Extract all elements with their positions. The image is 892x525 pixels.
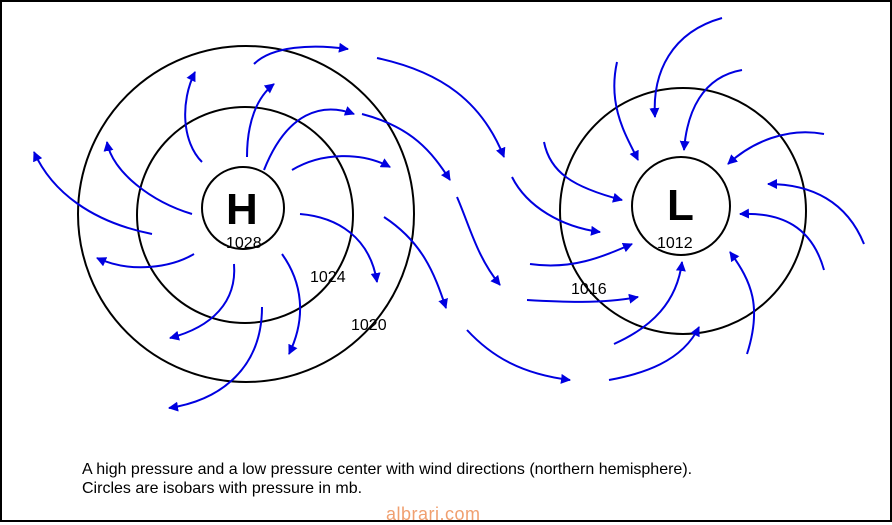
high-center-pressure: 1028 (226, 235, 262, 252)
wind-arrow (291, 155, 391, 171)
isobar-label-1024: 1024 (310, 269, 346, 286)
wind-arrow (246, 83, 275, 158)
watermark: albrari.com (386, 504, 481, 524)
caption-line-1: A high pressure and a low pressure cente… (82, 461, 693, 478)
wind-arrow (281, 253, 302, 355)
wind-arrow (526, 293, 639, 304)
wind-arrow (263, 106, 355, 171)
wind-arrow (103, 141, 193, 215)
wind-arrow (729, 251, 756, 355)
caption-line-2: Circles are isobars with pressure in mb. (82, 480, 363, 497)
low-center-pressure: 1012 (657, 235, 693, 252)
wind-arrow (376, 57, 506, 158)
wind-arrow (456, 196, 501, 286)
wind-arrow (608, 326, 700, 381)
pressure-diagram: H L 1028 1024 1020 1012 1016 (33, 17, 865, 412)
isobar-label-1020: 1020 (351, 317, 387, 334)
wind-arrow (168, 306, 263, 412)
wind-arrow (767, 179, 865, 245)
wind-arrow (383, 216, 448, 309)
isobar-high-middle (136, 106, 354, 324)
high-center-letter: H (226, 185, 258, 234)
high-wind-arrows (33, 42, 391, 412)
wind-arrow (96, 253, 195, 269)
isobar-high-inner (201, 166, 285, 250)
wind-arrow (649, 17, 723, 118)
isobar-low-outer (559, 87, 807, 335)
wind-arrow (543, 141, 623, 203)
transition-wind-arrows (361, 57, 700, 384)
wind-arrow (613, 61, 639, 161)
low-center-letter: L (667, 181, 694, 230)
low-wind-arrows (529, 17, 865, 355)
wind-arrow (466, 329, 571, 384)
wind-arrow (529, 242, 633, 267)
wind-arrow (184, 71, 203, 163)
wind-arrow (511, 176, 601, 236)
isobar-label-1016: 1016 (571, 281, 607, 298)
caption: A high pressure and a low pressure cente… (82, 460, 692, 498)
wind-arrow (739, 208, 825, 271)
isobar-high-outer (77, 45, 415, 383)
wind-arrow (727, 131, 825, 165)
wind-arrow (169, 263, 236, 341)
wind-arrow (299, 213, 381, 283)
wind-arrow (613, 261, 686, 345)
isobar-low-inner (631, 156, 731, 256)
wind-arrow (361, 113, 451, 181)
wind-arrow (253, 42, 349, 65)
wind-arrow (679, 69, 743, 151)
wind-arrow (33, 151, 153, 235)
